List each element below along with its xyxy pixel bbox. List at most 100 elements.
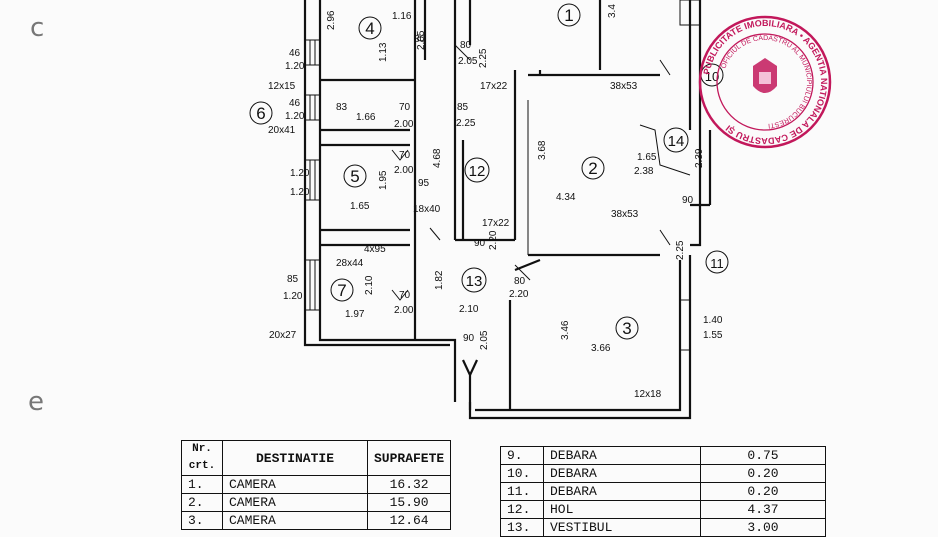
svg-text:38x53: 38x53 bbox=[610, 81, 638, 92]
svg-text:20x41: 20x41 bbox=[268, 125, 296, 136]
row-destinatie: DEBARA bbox=[543, 446, 701, 465]
svg-text:4.34: 4.34 bbox=[556, 192, 576, 203]
svg-text:90: 90 bbox=[682, 195, 694, 206]
room-6-label: 6 bbox=[256, 104, 265, 123]
svg-text:85: 85 bbox=[457, 102, 469, 113]
svg-text:12x15: 12x15 bbox=[268, 81, 296, 92]
row-destinatie: DEBARA bbox=[543, 464, 701, 483]
coat-of-arms-emblem bbox=[753, 58, 777, 93]
row-suprafata: 3.00 bbox=[700, 518, 826, 537]
svg-text:2.25: 2.25 bbox=[456, 118, 476, 129]
row-destinatie: CAMERA bbox=[222, 511, 368, 530]
room-labels: 1 2 3 4 5 6 7 10 11 12 13 14 bbox=[249, 3, 729, 340]
table-row: 1. CAMERA 16.32 bbox=[181, 475, 452, 494]
svg-text:1.20: 1.20 bbox=[283, 291, 303, 302]
row-nr: 10. bbox=[500, 464, 544, 483]
svg-text:70: 70 bbox=[399, 150, 411, 161]
table-header-row: Nr. crt. DESTINATIE SUPRAFETE bbox=[181, 440, 452, 476]
row-nr: 1. bbox=[181, 475, 223, 494]
svg-text:1.20: 1.20 bbox=[290, 187, 310, 198]
svg-text:1.20: 1.20 bbox=[290, 168, 310, 179]
svg-text:2.25: 2.25 bbox=[675, 240, 686, 260]
table-row: 13. VESTIBUL 3.00 bbox=[500, 518, 826, 537]
row-nr: 12. bbox=[500, 500, 544, 519]
svg-text:90: 90 bbox=[463, 333, 475, 344]
svg-text:2.00: 2.00 bbox=[394, 119, 414, 130]
svg-text:2.20: 2.20 bbox=[509, 289, 529, 300]
row-nr: 2. bbox=[181, 493, 223, 512]
svg-text:2.20: 2.20 bbox=[488, 230, 499, 250]
row-destinatie: HOL bbox=[543, 500, 701, 519]
svg-text:17x22: 17x22 bbox=[480, 81, 508, 92]
row-nr: 13. bbox=[500, 518, 544, 537]
svg-text:2.05: 2.05 bbox=[416, 30, 427, 50]
col-header-destinatie: DESTINATIE bbox=[222, 440, 368, 476]
svg-text:e: e bbox=[28, 387, 44, 417]
room-11-label: 11 bbox=[710, 256, 724, 271]
binder-marks: c e bbox=[28, 13, 44, 417]
room-5-label: 5 bbox=[350, 167, 359, 186]
svg-text:1.20: 1.20 bbox=[285, 61, 305, 72]
svg-text:2.10: 2.10 bbox=[364, 275, 375, 295]
svg-text:12x18: 12x18 bbox=[634, 389, 662, 400]
svg-text:17x22: 17x22 bbox=[482, 218, 510, 229]
row-suprafata: 16.32 bbox=[366, 475, 452, 494]
room-2-label: 2 bbox=[588, 159, 597, 178]
svg-text:2.96: 2.96 bbox=[326, 10, 337, 30]
svg-text:1.65: 1.65 bbox=[350, 201, 370, 212]
row-destinatie: CAMERA bbox=[222, 475, 368, 494]
row-destinatie: VESTIBUL bbox=[543, 518, 701, 537]
svg-text:1.13: 1.13 bbox=[378, 42, 389, 62]
svg-text:1.95: 1.95 bbox=[378, 170, 389, 190]
row-suprafata: 4.37 bbox=[700, 500, 826, 519]
room-14-label: 14 bbox=[668, 133, 685, 150]
svg-text:83: 83 bbox=[336, 102, 348, 113]
svg-text:4.68: 4.68 bbox=[432, 148, 443, 168]
svg-text:1.40: 1.40 bbox=[703, 315, 723, 326]
svg-text:2.00: 2.00 bbox=[394, 305, 414, 316]
table-row: 9. DEBARA 0.75 bbox=[500, 446, 826, 465]
table-row: 2. CAMERA 15.90 bbox=[181, 493, 452, 512]
room-3-label: 3 bbox=[622, 319, 631, 338]
room-13-label: 13 bbox=[466, 273, 483, 290]
svg-text:2.38: 2.38 bbox=[634, 166, 654, 177]
svg-text:1.55: 1.55 bbox=[703, 330, 723, 341]
row-nr: 9. bbox=[500, 446, 544, 465]
svg-text:28x44: 28x44 bbox=[336, 258, 364, 269]
svg-text:3.4: 3.4 bbox=[607, 4, 618, 18]
svg-text:1.16: 1.16 bbox=[392, 11, 412, 22]
row-suprafata: 0.75 bbox=[700, 446, 826, 465]
svg-text:2.00: 2.00 bbox=[394, 165, 414, 176]
table-row: 11. DEBARA 0.20 bbox=[500, 482, 826, 501]
svg-text:1.82: 1.82 bbox=[434, 270, 445, 290]
svg-text:3.66: 3.66 bbox=[591, 343, 611, 354]
svg-text:4x95: 4x95 bbox=[364, 244, 386, 255]
dimension-labels: 2.96 1.16 80 2.05 80 2.05 2.25 1.13 46 1… bbox=[268, 4, 723, 400]
row-suprafata: 15.90 bbox=[366, 493, 452, 512]
svg-text:80: 80 bbox=[460, 40, 472, 51]
svg-text:3.68: 3.68 bbox=[537, 140, 548, 160]
svg-text:85: 85 bbox=[287, 274, 299, 285]
table-row: 10. DEBARA 0.20 bbox=[500, 464, 826, 483]
svg-text:1.66: 1.66 bbox=[356, 112, 376, 123]
svg-text:46: 46 bbox=[289, 98, 301, 109]
surface-table-left: Nr. crt. DESTINATIE SUPRAFETE 1. CAMERA … bbox=[181, 440, 452, 530]
row-suprafata: 0.20 bbox=[700, 464, 826, 483]
room-12-label: 12 bbox=[469, 163, 486, 180]
svg-text:18x40: 18x40 bbox=[413, 204, 441, 215]
svg-text:80: 80 bbox=[514, 276, 526, 287]
room-1-label: 1 bbox=[564, 6, 573, 25]
svg-text:c: c bbox=[30, 13, 44, 43]
svg-text:2.05: 2.05 bbox=[479, 330, 490, 350]
col-header-suprafete: SUPRAFETE bbox=[366, 440, 452, 476]
svg-text:1.97: 1.97 bbox=[345, 309, 365, 320]
col-header-nr: Nr. crt. bbox=[181, 440, 223, 476]
svg-text:70: 70 bbox=[399, 102, 411, 113]
svg-text:3.46: 3.46 bbox=[560, 320, 571, 340]
room-7-label: 7 bbox=[337, 281, 346, 300]
svg-text:2.39: 2.39 bbox=[694, 148, 705, 168]
official-stamp: PUBLICITATE IMOBILIARA • AGENTIA NATIONA… bbox=[698, 15, 832, 149]
svg-text:38x53: 38x53 bbox=[611, 209, 639, 220]
table-row: 12. HOL 4.37 bbox=[500, 500, 826, 519]
